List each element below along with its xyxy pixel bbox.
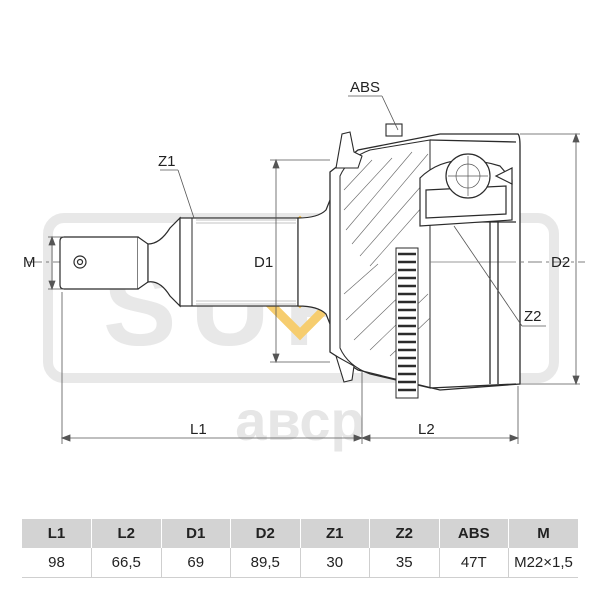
dim-m (48, 235, 64, 291)
abs-ring (395, 247, 419, 399)
header-m: M (508, 519, 578, 548)
value-l1: 98 (22, 548, 92, 578)
boot-clamp (335, 131, 363, 169)
value-abs: 47T (439, 548, 509, 578)
specs-table-wrapper: L1 L2 D1 D2 Z1 Z2 ABS M 98 66,5 69 89,5 … (22, 519, 578, 579)
header-z2: Z2 (369, 519, 440, 548)
threaded-end (59, 236, 149, 290)
header-z1: Z1 (300, 519, 370, 548)
label-m: M (23, 254, 36, 271)
dim-d1 (270, 158, 330, 364)
label-z2: Z2 (524, 308, 542, 325)
leader-z1 (160, 169, 195, 219)
header-abs: ABS (439, 519, 509, 548)
label-l1: L1 (190, 421, 207, 438)
abs-sensor-tab (385, 123, 403, 137)
header-l2: L2 (91, 519, 162, 548)
value-z1: 30 (300, 548, 370, 578)
label-l2: L2 (418, 421, 435, 438)
specs-value-row: 98 66,5 69 89,5 30 35 47T M22×1,5 (22, 548, 578, 578)
label-z1: Z1 (158, 153, 176, 170)
dim-l1-l2 (60, 292, 520, 444)
specs-table: L1 L2 D1 D2 Z1 Z2 ABS M 98 66,5 69 89,5 … (22, 519, 578, 578)
boot-clamp-lower (335, 354, 355, 383)
value-m: M22×1,5 (508, 548, 578, 578)
value-d1: 69 (161, 548, 231, 578)
cv-joint-drawing: SUFIX авср (23, 79, 585, 452)
header-l1: L1 (22, 519, 92, 548)
label-d1: D1 (254, 254, 273, 271)
inner-race-assembly (419, 153, 513, 227)
header-d1: D1 (161, 519, 231, 548)
leader-z2 (453, 225, 546, 327)
header-d2: D2 (230, 519, 301, 548)
dim-d2 (520, 132, 580, 386)
label-d2: D2 (551, 254, 570, 271)
splined-shaft-z1 (179, 199, 331, 325)
leader-abs (348, 95, 399, 131)
value-l2: 66,5 (91, 548, 162, 578)
specs-header-row: L1 L2 D1 D2 Z1 Z2 ABS M (22, 519, 578, 548)
value-z2: 35 (369, 548, 440, 578)
watermark-domain-text: авср (235, 389, 365, 452)
label-abs: ABS (350, 79, 380, 96)
value-d2: 89,5 (230, 548, 301, 578)
